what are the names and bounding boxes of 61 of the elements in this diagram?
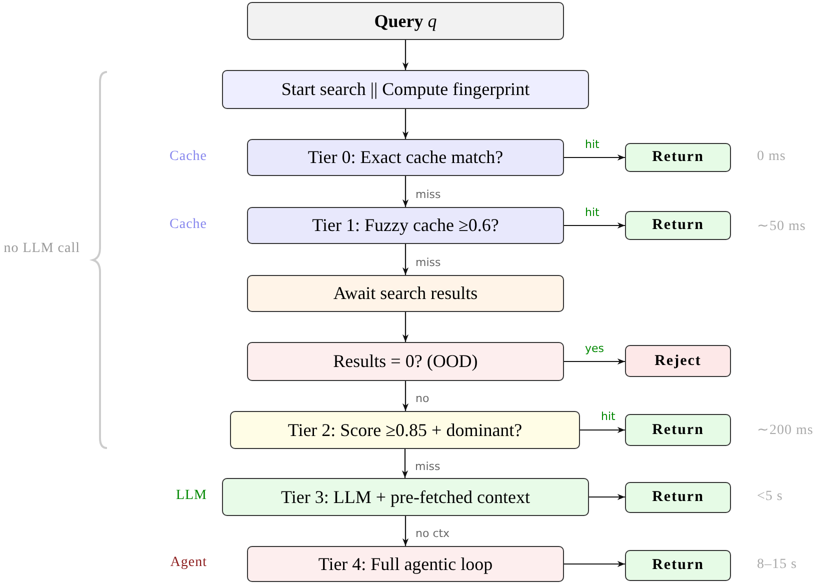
arrow <box>402 312 409 342</box>
process-box <box>247 207 564 244</box>
node-text: Return <box>652 149 704 166</box>
arrow <box>564 222 625 229</box>
process-box <box>247 2 564 40</box>
arrow <box>402 40 409 70</box>
process-box <box>230 411 580 449</box>
node-text: Query q <box>374 10 437 32</box>
node-text: Start search || Compute fingerprint <box>281 79 530 100</box>
process-box <box>247 342 564 381</box>
edge-label: miss <box>414 460 442 472</box>
arrow <box>564 560 625 568</box>
latency-label: ∼50 ms <box>757 218 806 234</box>
edge-label: hit <box>584 138 600 150</box>
process-box <box>247 139 564 176</box>
arrow <box>402 109 409 139</box>
node-text: Tier 2: Score ≥0.85 + dominant? <box>288 420 522 440</box>
node-text: Return <box>652 489 704 506</box>
latency-label: 8–15 s <box>757 556 797 572</box>
latency-label: <5 s <box>757 488 783 504</box>
node-text: Results = 0? (OOD) <box>333 351 478 372</box>
result-box <box>625 550 731 581</box>
latency-label: ∼200 ms <box>757 422 814 439</box>
arrow <box>402 449 408 478</box>
node-text: Tier 4: Full agentic loop <box>318 554 493 574</box>
process-box <box>247 546 564 582</box>
result-box <box>625 482 731 513</box>
edge-label: hit <box>584 206 600 218</box>
process-box <box>222 70 589 109</box>
tier-label: Cache <box>170 148 207 164</box>
arrow <box>564 154 625 161</box>
result-box <box>625 211 731 240</box>
node-text: Await search results <box>333 283 478 304</box>
brace-note: no LLM call <box>2 241 80 258</box>
tier-label: LLM <box>176 488 207 504</box>
node-text: Tier 0: Exact cache match? <box>308 147 504 168</box>
node-text: Return <box>652 217 704 234</box>
tier-label: Cache <box>170 216 207 232</box>
node-text: Return <box>652 422 704 438</box>
arrow <box>402 176 409 207</box>
result-box <box>625 143 731 172</box>
arrow <box>402 381 409 411</box>
edge-label: miss <box>414 256 442 268</box>
result-box <box>625 414 731 446</box>
node-text: Reject <box>654 352 702 370</box>
edge-label: miss <box>414 188 442 200</box>
arrow <box>402 516 409 546</box>
node-text: Tier 1: Fuzzy cache ≥0.6? <box>312 215 499 236</box>
latency-label: 0 ms <box>757 148 786 164</box>
process-box <box>247 275 564 312</box>
process-box <box>222 478 589 516</box>
edge-label: hit <box>600 410 616 423</box>
node-text: Return <box>652 557 704 574</box>
arrow <box>589 494 625 500</box>
arrow <box>580 426 625 434</box>
arrow <box>402 244 409 275</box>
tier-label: Agent <box>170 555 207 571</box>
result-box <box>625 345 731 377</box>
edge-label: no ctx <box>414 527 451 540</box>
node-text: Tier 3: LLM + pre-fetched context <box>281 486 530 508</box>
arrow <box>564 358 625 365</box>
